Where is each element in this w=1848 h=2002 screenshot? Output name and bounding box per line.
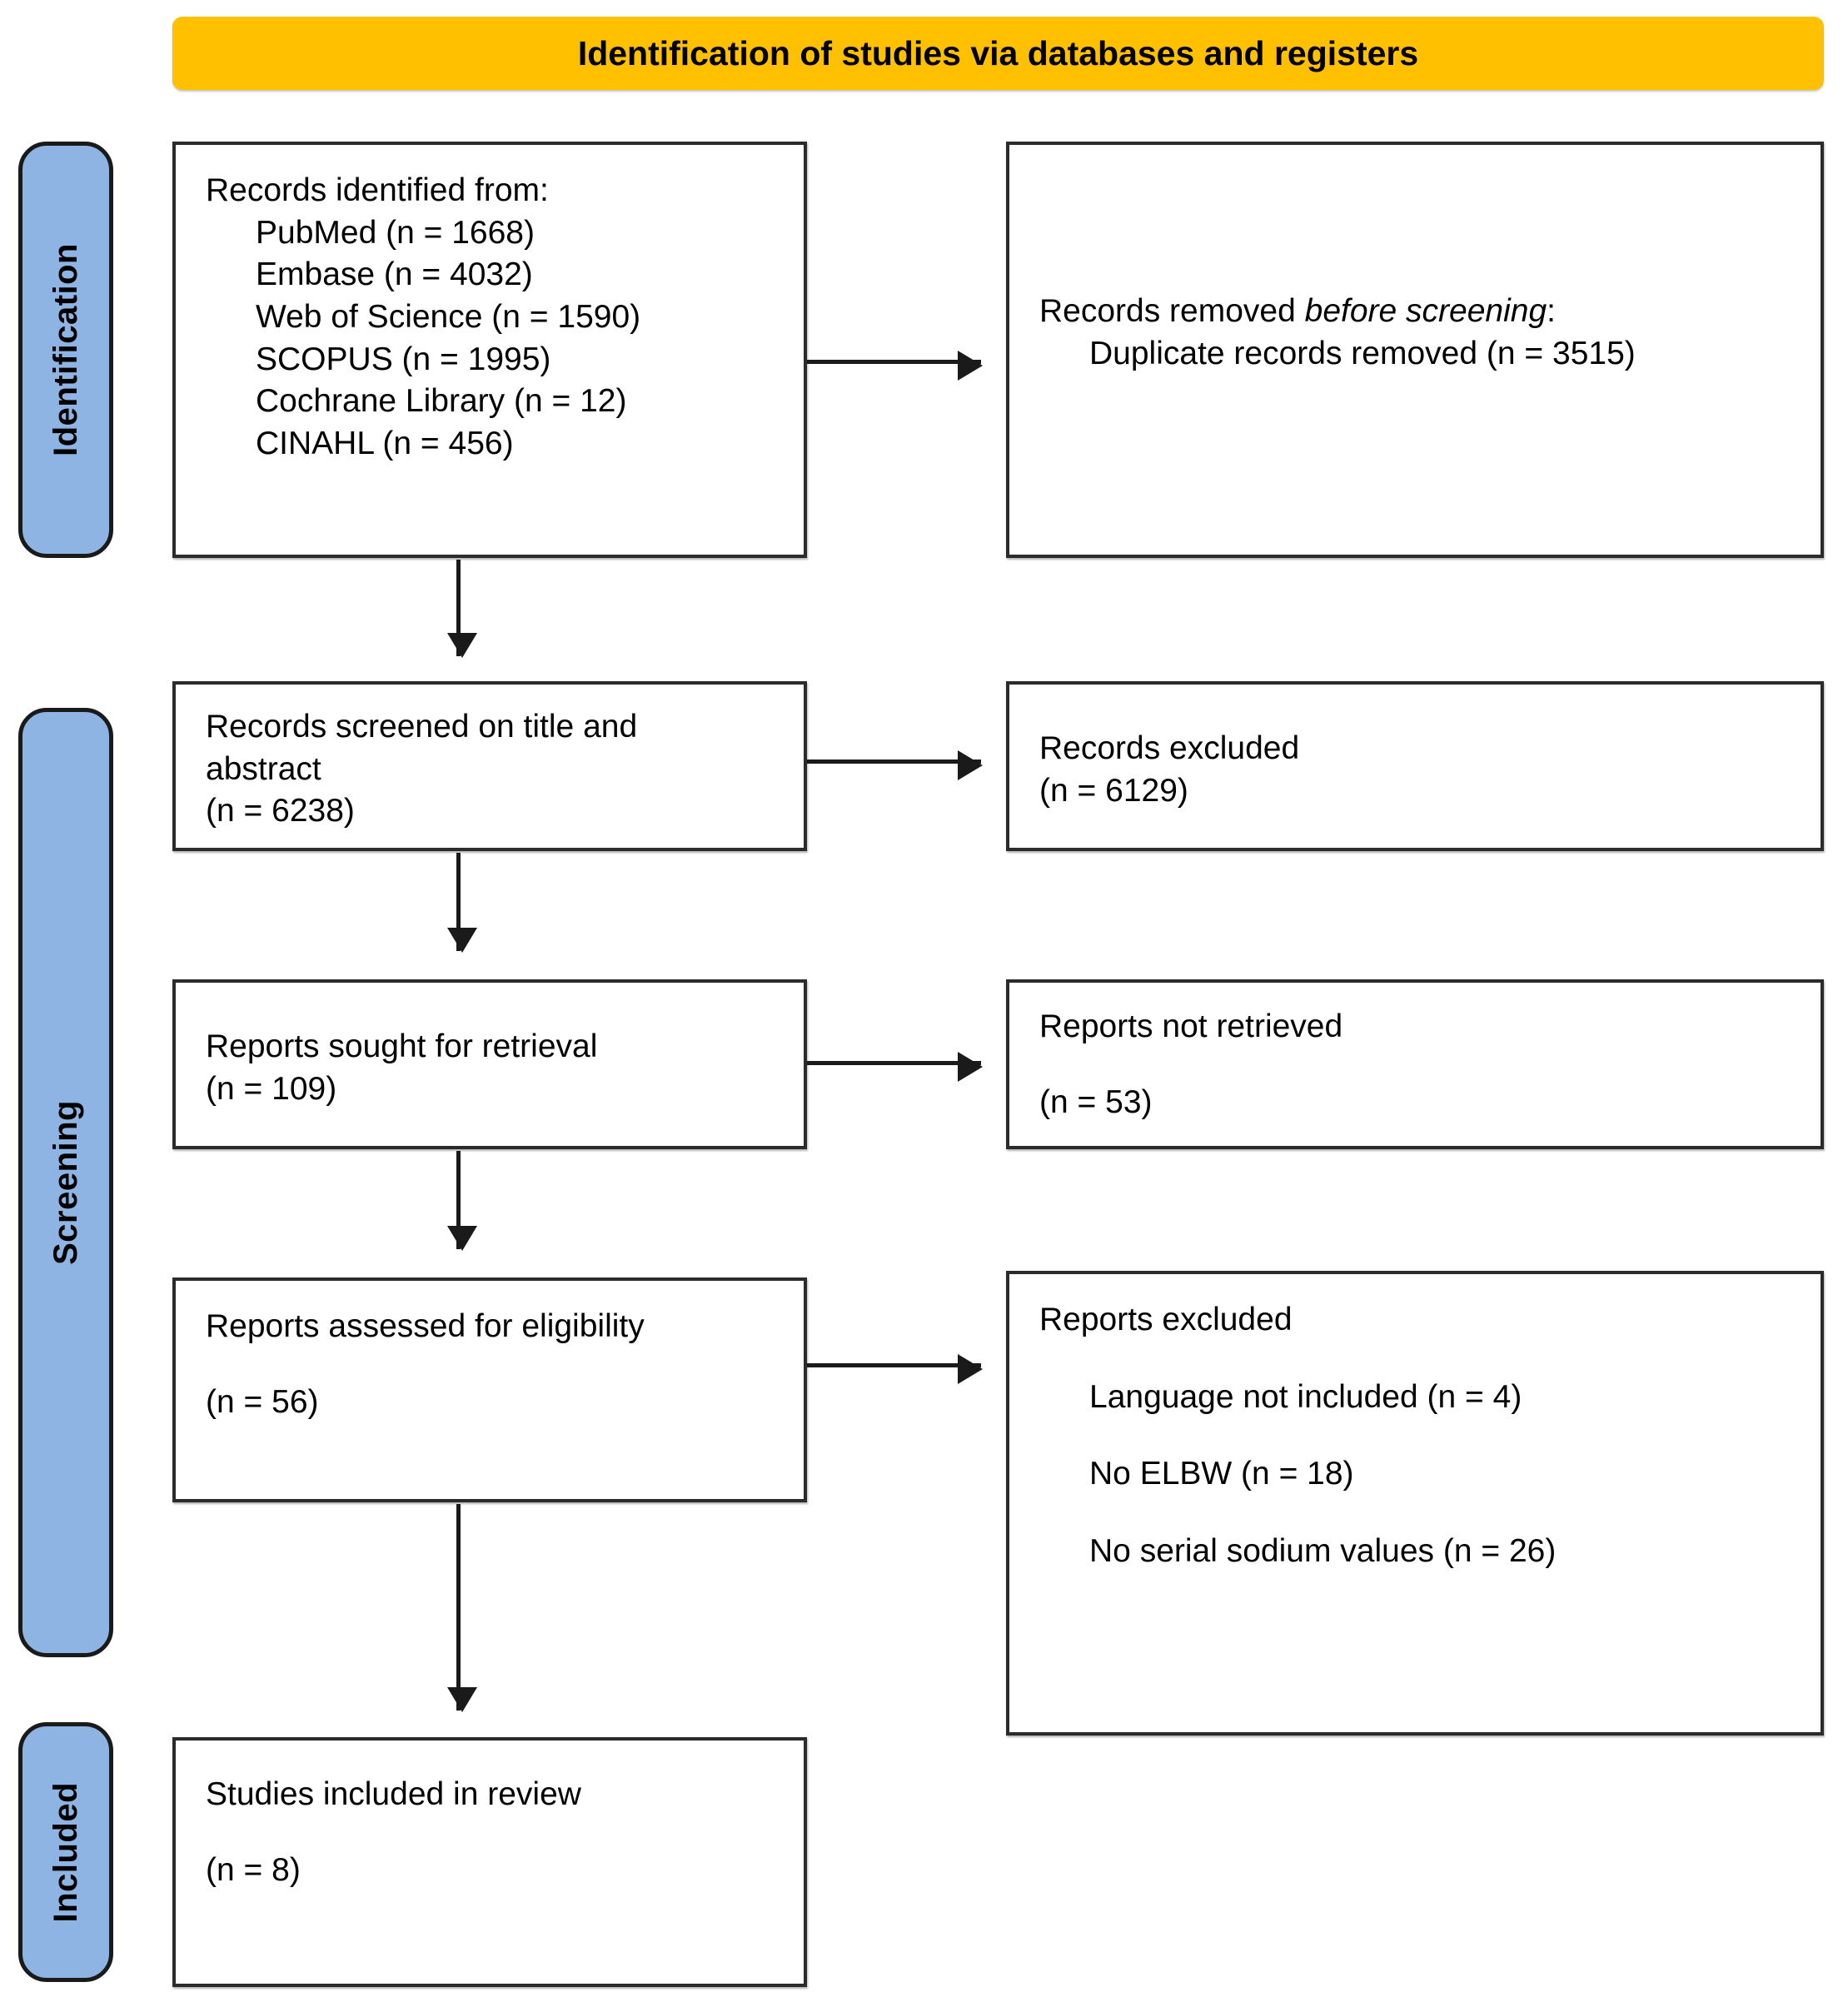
reports-not-retrieved-title: Reports not retrieved [1039, 1008, 1343, 1044]
records-removed-title-italic: before screening [1304, 293, 1547, 329]
records-identified-title: Records identified from: [206, 172, 549, 208]
box-reports-assessed: Reports assessed for eligibility (n = 56… [172, 1277, 807, 1502]
phase-label-included: Included [47, 1781, 84, 1923]
arrow-assessed-to-excluded [807, 1354, 983, 1384]
studies-included-title: Studies included in review [206, 1776, 581, 1812]
records-removed-detail: Duplicate records removed (n = 3515) [1089, 335, 1636, 371]
phase-bar-screening: Screening [18, 708, 113, 1657]
reports-excluded-reason: No ELBW (n = 18) [1089, 1456, 1354, 1492]
reports-excluded-title: Reports excluded [1039, 1302, 1293, 1337]
records-excluded-count: (n = 6129) [1039, 772, 1188, 809]
records-identified-source: Embase (n = 4032) [256, 256, 533, 293]
box-records-identified: Records identified from: PubMed (n = 166… [172, 142, 807, 558]
records-removed-title-tail: : [1547, 293, 1557, 329]
reports-sought-title: Reports sought for retrieval [206, 1028, 598, 1064]
phase-label-screening: Screening [47, 1100, 84, 1265]
arrow-sought-to-assessed [447, 1151, 477, 1251]
reports-excluded-reason: No serial sodium values (n = 26) [1089, 1533, 1557, 1570]
box-reports-not-retrieved: Reports not retrieved (n = 53) [1006, 979, 1824, 1149]
records-identified-source: Cochrane Library (n = 12) [256, 383, 627, 420]
reports-sought-count: (n = 109) [206, 1070, 337, 1107]
records-screened-line2: abstract [206, 750, 321, 787]
phase-bar-included: Included [18, 1722, 113, 1982]
arrow-assessed-to-included [447, 1504, 477, 1712]
records-identified-source: PubMed (n = 1668) [256, 214, 535, 251]
phase-bar-identification: Identification [18, 142, 113, 558]
reports-assessed-count: (n = 56) [206, 1383, 319, 1420]
box-records-screened: Records screened on title and abstract (… [172, 681, 807, 851]
reports-not-retrieved-count: (n = 53) [1039, 1083, 1153, 1120]
arrow-screened-to-sought [447, 853, 477, 953]
records-screened-count: (n = 6238) [206, 793, 355, 829]
records-removed-title-lead: Records removed [1039, 293, 1305, 329]
reports-assessed-title: Reports assessed for eligibility [206, 1308, 645, 1344]
box-reports-sought: Reports sought for retrieval (n = 109) [172, 979, 807, 1149]
studies-included-count: (n = 8) [206, 1851, 301, 1888]
box-records-removed: Records removed before screening: Duplic… [1006, 142, 1824, 558]
box-studies-included: Studies included in review (n = 8) [172, 1737, 807, 1987]
records-identified-source: Web of Science (n = 1590) [256, 299, 641, 336]
records-removed-title: Records removed before screening: [1039, 291, 1802, 333]
diagram-title: Identification of studies via databases … [577, 33, 1419, 72]
arrow-identified-to-removed [807, 351, 983, 381]
arrow-screened-to-excluded [807, 750, 983, 780]
box-reports-excluded: Reports excluded Language not included (… [1006, 1271, 1824, 1736]
records-identified-source: CINAHL (n = 456) [256, 426, 514, 462]
phase-label-identification: Identification [47, 243, 84, 456]
reports-excluded-reason: Language not included (n = 4) [1089, 1378, 1522, 1415]
records-identified-source: SCOPUS (n = 1995) [256, 341, 551, 377]
arrow-sought-to-not-retrieved [807, 1052, 983, 1082]
diagram-header-banner: Identification of studies via databases … [172, 17, 1824, 90]
arrow-identified-to-screened [447, 560, 477, 658]
records-excluded-title: Records excluded [1039, 730, 1300, 766]
records-screened-line1: Records screened on title and [206, 709, 638, 745]
box-records-excluded: Records excluded (n = 6129) [1006, 681, 1824, 851]
